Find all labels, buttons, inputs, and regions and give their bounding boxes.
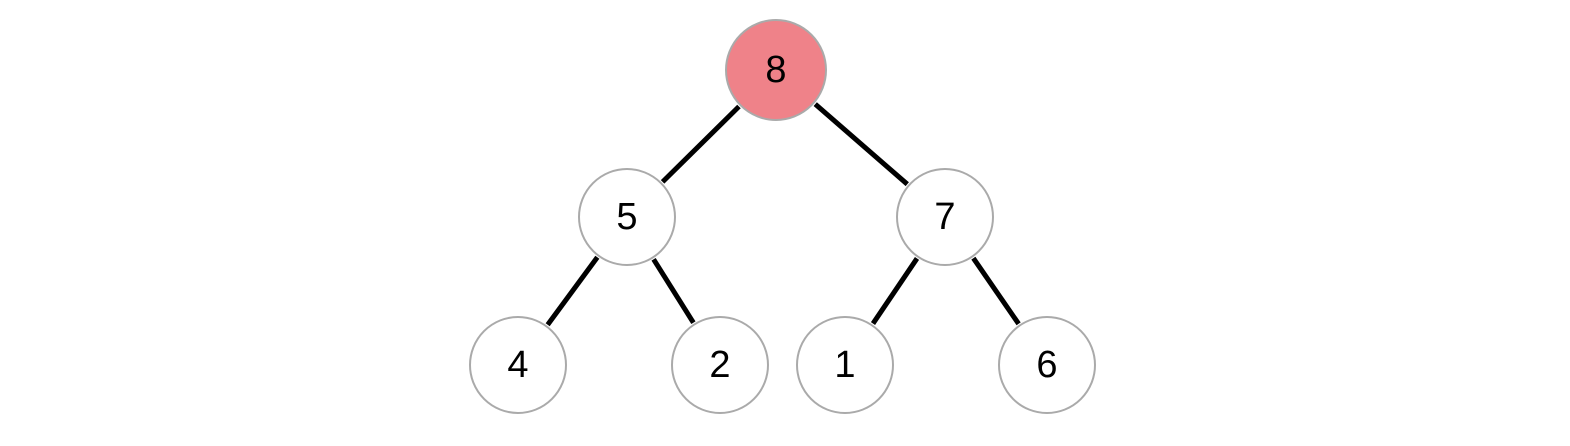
tree-node-label: 2: [709, 344, 731, 386]
tree-edge-8-5: [660, 104, 741, 184]
tree-node-label: 8: [765, 49, 787, 91]
tree-node-5[interactable]: 5: [578, 168, 676, 266]
tree-edge-7-6: [971, 256, 1021, 326]
tree-edge-8-7: [813, 102, 909, 187]
tree-edge-5-4: [545, 255, 600, 327]
tree-node-label: 6: [1036, 344, 1058, 386]
tree-node-label: 1: [834, 344, 856, 386]
tree-edge-5-2: [651, 258, 696, 324]
tree-node-label: 7: [934, 196, 956, 238]
tree-node-label: 5: [616, 196, 638, 238]
tree-edge-7-1: [870, 257, 920, 325]
tree-node-6[interactable]: 6: [998, 316, 1096, 414]
tree-node-8-highlighted[interactable]: 8: [725, 19, 827, 121]
tree-node-1[interactable]: 1: [796, 316, 894, 414]
tree-node-4[interactable]: 4: [469, 316, 567, 414]
tree-node-label: 4: [507, 344, 529, 386]
tree-node-7[interactable]: 7: [896, 168, 994, 266]
tree-node-2[interactable]: 2: [671, 316, 769, 414]
